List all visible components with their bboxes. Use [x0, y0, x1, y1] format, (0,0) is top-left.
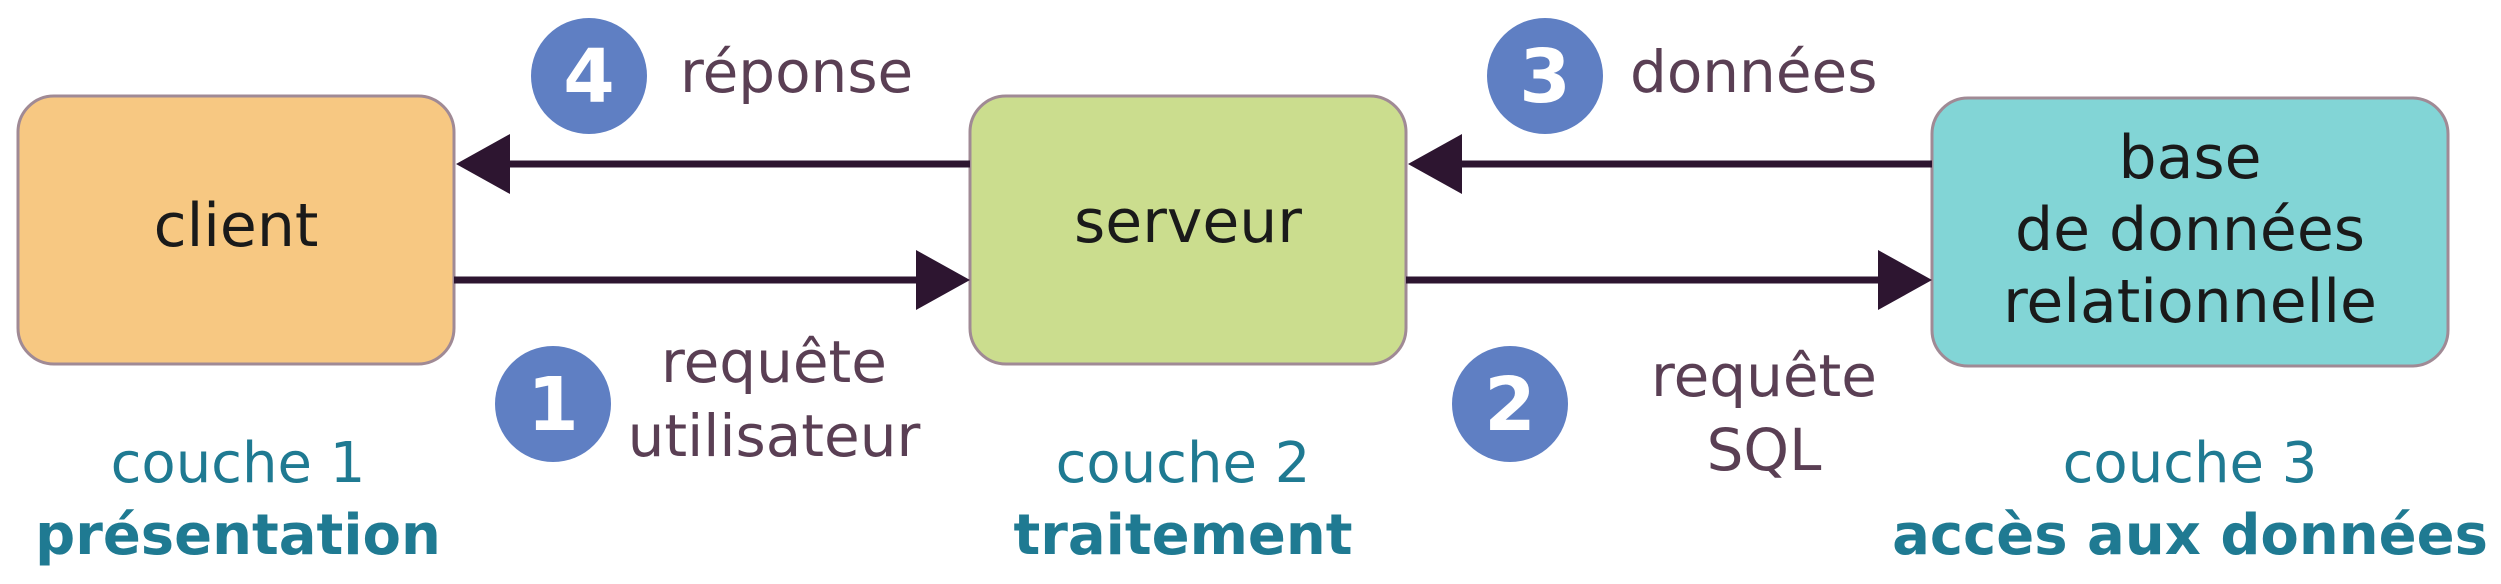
database-label-line3: relationnelle — [2003, 267, 2377, 337]
step-3-badge — [1487, 18, 1603, 134]
step-2-label-line2: SQL — [1707, 416, 1822, 484]
arrow-requete-utilisateur — [454, 250, 970, 310]
step-3-label: données — [1630, 38, 1877, 106]
client-box — [16, 94, 456, 366]
step-2-badge — [1452, 346, 1568, 462]
layer-1-name: présentation — [35, 503, 441, 568]
layer-2-number: couche 2 — [1056, 431, 1311, 496]
step-1-label-line1: requête — [661, 328, 887, 396]
step-4-badge — [531, 18, 647, 134]
database-label-line1: base — [2118, 123, 2261, 193]
step-4-number: 4 — [563, 34, 615, 120]
arrow-reponse — [456, 134, 970, 194]
step-1-number: 1 — [527, 362, 579, 448]
client-label: client — [154, 191, 319, 261]
step-3-number: 3 — [1519, 34, 1571, 120]
database-box — [1930, 96, 2450, 368]
step-2-number: 2 — [1484, 362, 1536, 448]
layer-2-name: traitement — [1013, 503, 1352, 568]
serveur-label: serveur — [1074, 187, 1302, 257]
layer-3-number: couche 3 — [2063, 431, 2318, 496]
layer-3-name: accès aux données — [1892, 503, 2488, 568]
arrow-donnees — [1408, 134, 1932, 194]
step-2-label-line1: requête — [1651, 342, 1877, 410]
step-4-label: réponse — [680, 38, 913, 106]
layer-1-number: couche 1 — [111, 431, 366, 496]
step-1-label-line2: utilisateur — [628, 402, 921, 470]
step-1-badge — [495, 346, 611, 462]
database-label-line2: de données — [2015, 195, 2365, 265]
arrow-requete-sql — [1406, 250, 1932, 310]
serveur-box — [968, 94, 1408, 366]
